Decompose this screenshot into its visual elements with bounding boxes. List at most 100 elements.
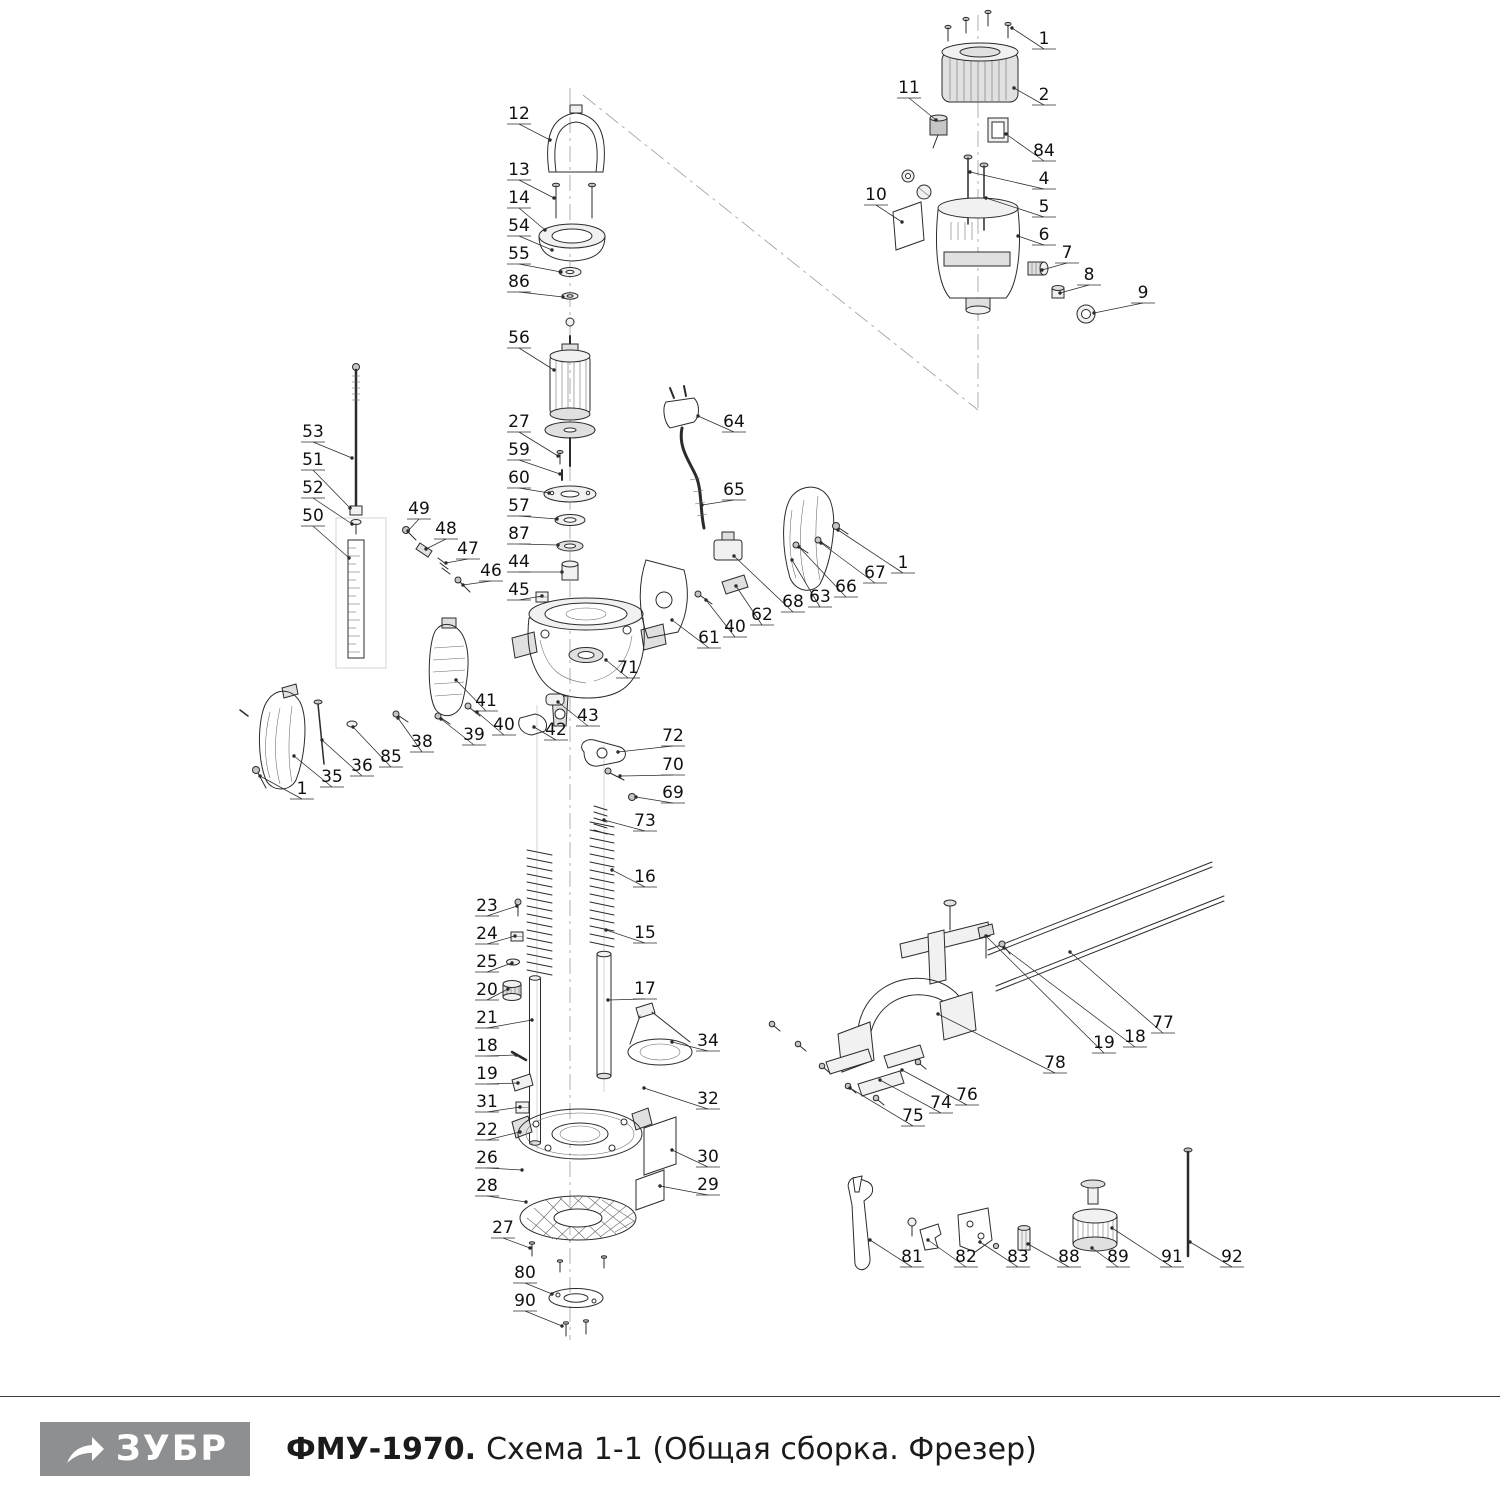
part-number-43: 43 bbox=[577, 706, 599, 726]
guide-columns bbox=[529, 950, 612, 1146]
leader-dot-89 bbox=[1090, 1246, 1094, 1250]
part-number-8: 8 bbox=[1084, 265, 1095, 285]
leader-dot-24 bbox=[513, 934, 517, 938]
leader-dot-6 bbox=[1016, 234, 1020, 238]
leader-line-59 bbox=[518, 459, 561, 475]
part-number-48: 48 bbox=[435, 519, 457, 539]
part-number-87: 87 bbox=[508, 524, 530, 544]
leader-line-48 bbox=[425, 538, 447, 550]
leader-dot-54 bbox=[550, 248, 554, 252]
leader-dot-80 bbox=[550, 1292, 554, 1296]
spindle-washer-stack bbox=[535, 450, 597, 603]
leader-dot-42 bbox=[532, 725, 536, 729]
small-cap bbox=[1051, 285, 1065, 299]
top-screws bbox=[944, 9, 1012, 42]
part-number-22: 22 bbox=[476, 1120, 498, 1140]
leader-dot-47 bbox=[444, 561, 448, 565]
leader-dot-5 bbox=[984, 196, 988, 200]
leader-line-5 bbox=[985, 197, 1045, 218]
main-housing bbox=[511, 597, 667, 727]
part-number-61: 61 bbox=[698, 628, 720, 648]
leader-line-27 bbox=[502, 1237, 531, 1249]
part-number-74: 74 bbox=[930, 1093, 952, 1113]
footer: ЗУБР ФМУ-1970.Схема 1-1 (Общая сборка. Ф… bbox=[0, 1396, 1500, 1500]
leader-dot-17 bbox=[606, 998, 610, 1002]
leader-dot-43 bbox=[556, 700, 560, 704]
leader-dot-68 bbox=[732, 554, 736, 558]
leader-dot-19 bbox=[984, 934, 988, 938]
part-number-40: 40 bbox=[724, 617, 746, 637]
leader-line-88 bbox=[1027, 1243, 1070, 1268]
leader-line-85 bbox=[352, 726, 392, 768]
leader-line-90 bbox=[524, 1310, 563, 1327]
part-number-42: 42 bbox=[545, 720, 567, 740]
base-screws bbox=[528, 1241, 608, 1273]
lever-clamp-parts bbox=[907, 1217, 942, 1251]
leader-dot-81 bbox=[868, 1238, 872, 1242]
leader-dot-29 bbox=[658, 1184, 662, 1188]
leader-line-28 bbox=[486, 1195, 527, 1203]
model-number: ФМУ-1970. bbox=[286, 1431, 477, 1467]
leader-line-91 bbox=[1111, 1227, 1173, 1268]
leader-dot-88 bbox=[1026, 1242, 1030, 1246]
side-grip-left bbox=[239, 683, 306, 790]
part-number-57: 57 bbox=[508, 496, 530, 516]
stator-block bbox=[941, 42, 1019, 103]
part-number-1: 1 bbox=[898, 553, 909, 573]
leader-line-51 bbox=[312, 469, 351, 509]
leader-dot-60 bbox=[547, 491, 551, 495]
part-number-67: 67 bbox=[864, 563, 886, 583]
switch bbox=[713, 531, 743, 561]
leader-line-1 bbox=[259, 775, 303, 800]
leader-dot-10 bbox=[900, 220, 904, 224]
part-number-60: 60 bbox=[508, 468, 530, 488]
leader-dot-35 bbox=[292, 754, 296, 758]
leader-dot-30 bbox=[670, 1148, 674, 1152]
part-number-66: 66 bbox=[835, 577, 857, 597]
leader-line-50 bbox=[312, 525, 350, 559]
leader-line-71 bbox=[605, 659, 629, 679]
leader-line-53 bbox=[312, 441, 353, 459]
leader-dot-21 bbox=[530, 1018, 534, 1022]
leader-dot-71 bbox=[604, 658, 608, 662]
leader-dot-44 bbox=[560, 570, 564, 574]
part-number-24: 24 bbox=[476, 924, 498, 944]
leader-dot-78 bbox=[936, 1012, 940, 1016]
part-number-88: 88 bbox=[1058, 1247, 1080, 1267]
leader-line-92 bbox=[1189, 1241, 1233, 1268]
leader-dot-52 bbox=[350, 522, 354, 526]
leader-line-60 bbox=[518, 487, 550, 494]
leader-dot-72 bbox=[616, 750, 620, 754]
part-number-76: 76 bbox=[956, 1085, 978, 1105]
leader-dot-75 bbox=[848, 1086, 852, 1090]
part-number-80: 80 bbox=[514, 1263, 536, 1283]
part-number-54: 54 bbox=[508, 216, 530, 236]
leader-dot-87 bbox=[556, 543, 560, 547]
part-number-78: 78 bbox=[1044, 1053, 1066, 1073]
leader-dot-26 bbox=[520, 1168, 524, 1172]
part-number-15: 15 bbox=[634, 923, 656, 943]
leader-dot-36 bbox=[320, 738, 324, 742]
leader-line-13 bbox=[518, 179, 555, 199]
part-number-21: 21 bbox=[476, 1008, 498, 1028]
diagram-title: ФМУ-1970.Схема 1-1 (Общая сборка. Фрезер… bbox=[286, 1432, 1037, 1467]
zubr-arrow-icon bbox=[66, 1437, 104, 1463]
leader-line-41 bbox=[455, 679, 487, 712]
edge-guide-assembly bbox=[768, 861, 1225, 1106]
part-number-27: 27 bbox=[508, 412, 530, 432]
leader-dot-70 bbox=[618, 774, 622, 778]
part-number-70: 70 bbox=[662, 755, 684, 775]
part-number-85: 85 bbox=[380, 747, 402, 767]
leader-dot-2 bbox=[1012, 86, 1016, 90]
leader-line-82 bbox=[927, 1239, 967, 1268]
leader-line-55 bbox=[518, 263, 562, 273]
leader-dot-38 bbox=[396, 716, 400, 720]
label-plate bbox=[892, 201, 925, 251]
leader-dot-48 bbox=[424, 547, 428, 551]
leader-dot-59 bbox=[558, 472, 562, 476]
leader-line-67 bbox=[820, 542, 876, 584]
collet-and-nut bbox=[1072, 1179, 1118, 1252]
schema-subtitle: Схема 1-1 (Общая сборка. Фрезер) bbox=[486, 1431, 1037, 1467]
part-number-65: 65 bbox=[723, 480, 745, 500]
leader-line-78 bbox=[937, 1013, 1056, 1074]
